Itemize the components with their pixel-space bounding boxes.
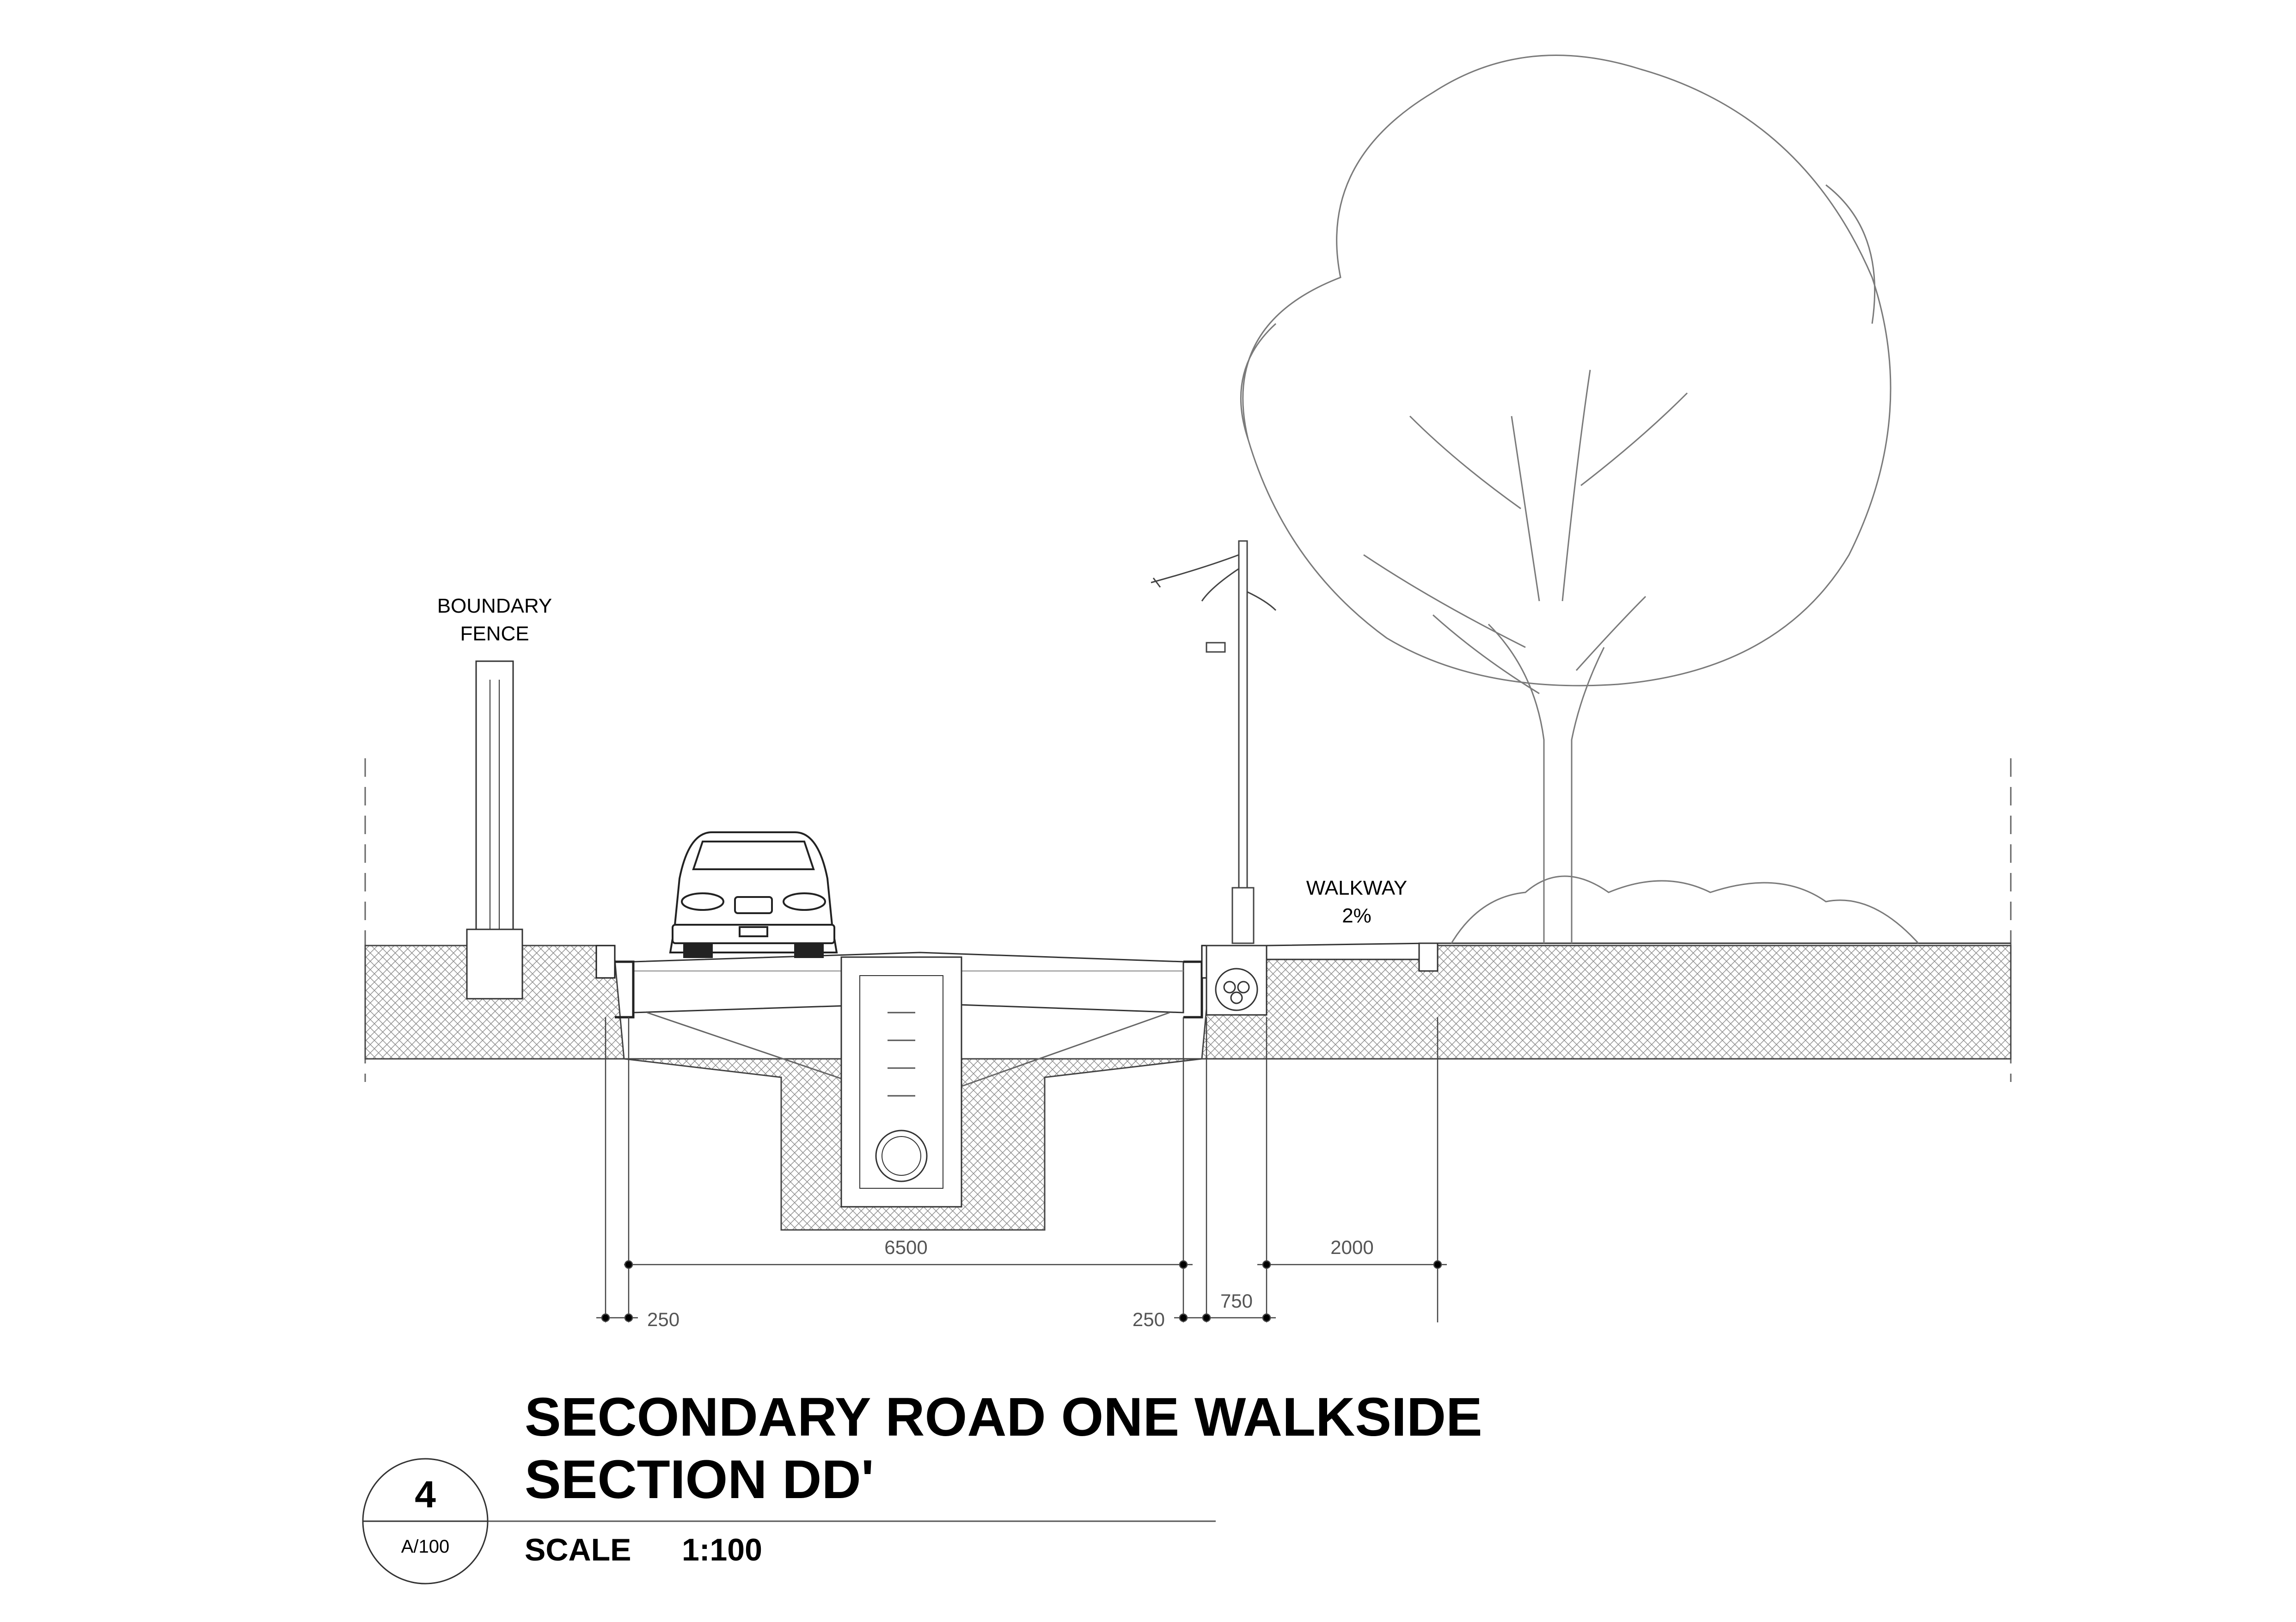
tree xyxy=(1240,55,1919,944)
sheet-reference: A/100 xyxy=(401,1536,450,1557)
drawing-title-line2: SECTION DD' xyxy=(525,1449,874,1510)
walkway-slope-label: 2% xyxy=(1342,904,1371,927)
scale-label: SCALE xyxy=(525,1532,631,1567)
left-kerb xyxy=(595,945,635,1019)
ground-hatch xyxy=(364,945,2012,1231)
walkway-slab xyxy=(1266,942,1439,972)
left-kerb-dimension: 250 xyxy=(647,1309,680,1330)
scale-value: 1:100 xyxy=(682,1532,762,1567)
car xyxy=(669,831,838,958)
utility-duct-box xyxy=(1206,945,1267,1016)
drawing-number: 4 xyxy=(415,1474,436,1516)
drawing-title-line1: SECONDARY ROAD ONE WALKSIDE xyxy=(525,1387,1482,1448)
street-light xyxy=(1151,540,1277,944)
walkway-width-dimension: 2000 xyxy=(1330,1236,1373,1258)
road-width-dimension: 6500 xyxy=(884,1236,927,1258)
boundary-fence-label-line1: BOUNDARY xyxy=(437,595,552,617)
right-kerb-dimension: 250 xyxy=(1133,1309,1165,1330)
walkway-label: WALKWAY xyxy=(1306,877,1407,899)
central-drain-chamber xyxy=(840,956,962,1208)
drawing-reference-bubble xyxy=(362,1458,489,1585)
verge-dimension: 750 xyxy=(1220,1290,1253,1312)
boundary-fence xyxy=(466,660,523,1000)
boundary-fence-label-line2: FENCE xyxy=(460,622,529,645)
dimension-lines xyxy=(596,1017,1447,1322)
